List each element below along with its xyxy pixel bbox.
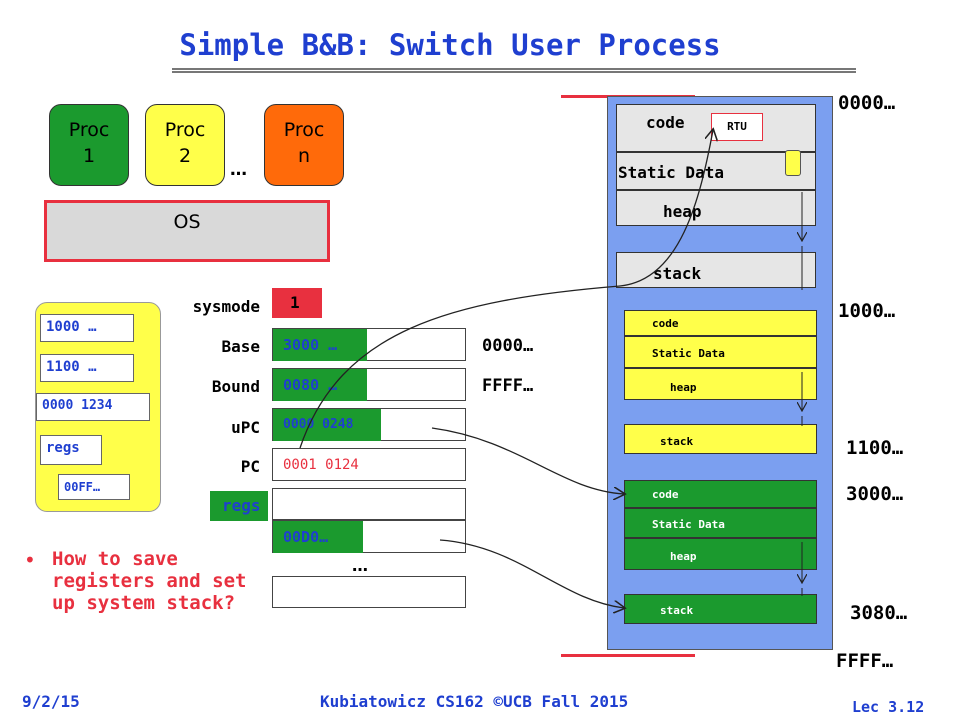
upc-register: 0000 0248: [272, 408, 466, 441]
proc-b-heap-segment: [624, 538, 817, 570]
sysmode-label: sysmode: [192, 297, 260, 316]
address-0000: 0000…: [838, 92, 896, 114]
process-n-number: n: [297, 145, 311, 167]
process-2-number: 2: [178, 145, 192, 167]
address-ffff: FFFF…: [836, 650, 894, 672]
footer-date: 9/2/15: [22, 692, 80, 711]
saved-stack-pointer: 00FF…: [58, 474, 130, 500]
slide-title: Simple B&B: Switch User Process: [179, 28, 721, 62]
os-code-label: code: [646, 113, 685, 132]
process-1-box: Proc 1: [49, 104, 129, 186]
base-address-note: 0000…: [482, 336, 534, 356]
sysmode-value: 1: [272, 288, 322, 318]
regs-register-1: [272, 488, 466, 520]
proc-a-code-segment: [624, 310, 817, 336]
bullet-icon: •: [24, 548, 36, 572]
os-stack-label: stack: [653, 264, 702, 283]
memory-bottom-marker: [561, 654, 695, 657]
register-ellipsis: …: [352, 556, 368, 575]
process-n-label: Proc: [283, 119, 325, 141]
base-label: Base: [221, 337, 260, 356]
os-pcb-marker: [785, 150, 801, 176]
process-1-number: 1: [82, 145, 96, 167]
base-value: 3000 …: [273, 329, 367, 361]
process-2-label: Proc: [164, 119, 206, 141]
proc-a-static-label: Static Data: [652, 347, 725, 360]
base-register: 3000 …: [272, 328, 466, 361]
proc-b-code-segment: [624, 480, 817, 508]
os-heap-label: heap: [663, 202, 702, 221]
proc-a-stack-segment: [624, 424, 817, 454]
os-static-label: Static Data: [618, 163, 724, 182]
address-3000: 3000…: [846, 483, 904, 505]
footer-course: Kubiatowicz CS162 ©UCB Fall 2015: [320, 692, 629, 711]
bound-address-note: FFFF…: [482, 376, 534, 396]
pc-register: 0001 0124: [272, 448, 466, 481]
proc-a-code-label: code: [652, 317, 679, 330]
proc-a-stack-label: stack: [660, 435, 694, 448]
proc-b-static-label: Static Data: [652, 518, 725, 531]
upc-value: 0000 0248: [273, 409, 381, 441]
bound-register: 0080 …: [272, 368, 466, 401]
bullet-question: How to save registers and set up system …: [52, 548, 247, 614]
proc-b-heap-label: heap: [670, 550, 697, 563]
pc-value: 0001 0124: [283, 457, 359, 473]
address-1000: 1000…: [838, 300, 896, 322]
upc-label: uPC: [231, 418, 260, 437]
regs-register-2: 00D0…: [272, 520, 466, 553]
upc-to-code-arrow: [431, 427, 624, 494]
bound-label: Bound: [211, 377, 260, 396]
address-3080: 3080…: [850, 602, 908, 624]
bound-value: 0080 …: [273, 369, 367, 401]
pc-label: PC: [240, 457, 260, 476]
proc-b-stack-label: stack: [660, 604, 694, 617]
saved-base: 1000 …: [40, 314, 134, 342]
regs-label: regs: [210, 491, 268, 521]
saved-regs: regs: [40, 435, 102, 465]
stack-pointer-value: 00D0…: [273, 521, 363, 553]
proc-a-heap-label: heap: [670, 381, 697, 394]
footer-lecture: Lec 3.12: [852, 698, 925, 716]
proc-b-code-label: code: [652, 488, 679, 501]
process-ellipsis: …: [230, 160, 247, 180]
proc-a-heap-segment: [624, 368, 817, 400]
saved-upc: 0000 1234: [36, 393, 150, 421]
os-stack-segment: [616, 252, 816, 288]
saved-bound: 1100 …: [40, 354, 134, 382]
process-n-box: Proc n: [264, 104, 344, 186]
pc-to-rtu-arrow: [299, 130, 713, 449]
proc-b-stack-segment: [624, 594, 817, 624]
address-1100: 1100…: [846, 437, 904, 459]
proc-b-static-segment: [624, 508, 817, 538]
title-underline: [172, 68, 856, 73]
process-2-box: Proc 2: [145, 104, 225, 186]
sp-to-stack-arrow: [439, 539, 624, 608]
os-heap-segment: [616, 190, 816, 226]
os-static-segment: [616, 152, 816, 190]
rtu-routine: RTU: [711, 113, 763, 141]
proc-a-static-segment: [624, 336, 817, 368]
process-1-label: Proc: [68, 119, 110, 141]
regs-register-3: [272, 576, 466, 608]
os-box: OS: [44, 200, 330, 262]
